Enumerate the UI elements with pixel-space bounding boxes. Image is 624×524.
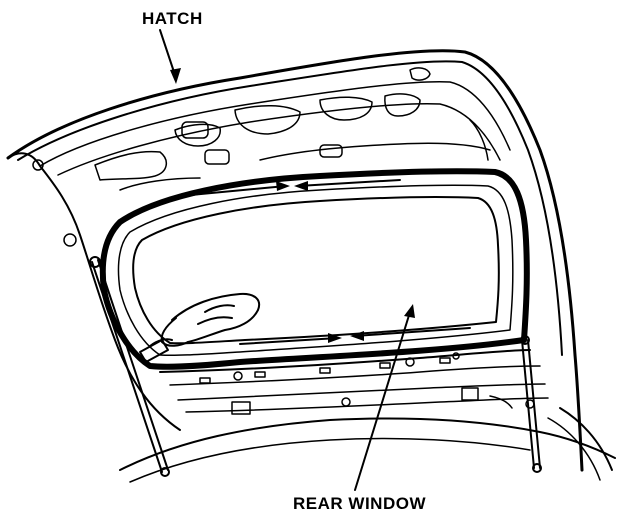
- rear-window-glass: [132, 196, 500, 345]
- left-support-strut: [89, 256, 170, 477]
- hatch-outer-shell: [6, 49, 584, 472]
- hatch-lower-panel: [159, 349, 549, 415]
- rear-window-label: REAR WINDOW: [293, 494, 426, 513]
- right-support-strut: [520, 335, 542, 473]
- seal-arrows: [179, 179, 471, 345]
- hatch-leader: [159, 29, 181, 84]
- hand-illustration: [139, 292, 260, 363]
- rear-window-leader: [354, 304, 415, 491]
- window-seal: [99, 168, 530, 370]
- vehicle-body: [119, 407, 616, 483]
- hatch-label: HATCH: [142, 9, 203, 28]
- hatch-inner-panel: [32, 67, 491, 247]
